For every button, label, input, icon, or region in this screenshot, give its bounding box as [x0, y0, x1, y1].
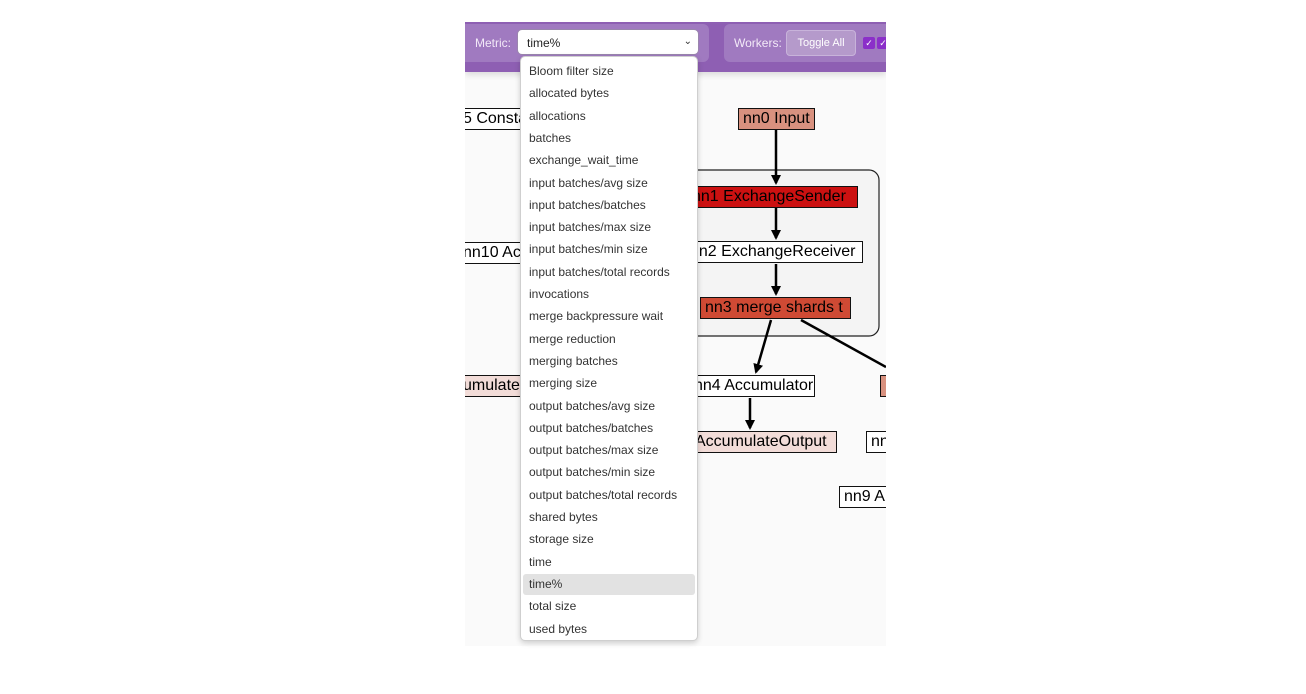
dropdown-option[interactable]: input batches/max size [529, 220, 652, 235]
metric-select-value: time% [527, 36, 561, 50]
worker-checkbox-1[interactable]: ✓ [877, 37, 886, 49]
workers-label: Workers: [734, 36, 782, 50]
dropdown-option[interactable]: output batches/avg size [529, 398, 656, 413]
dropdown-option[interactable]: allocated bytes [529, 86, 610, 101]
dropdown-option[interactable]: shared bytes [529, 510, 598, 524]
dropdown-option[interactable]: merging size [529, 376, 598, 391]
node-partial-nn[interactable]: nn [866, 431, 886, 453]
dropdown-option[interactable]: allocations [529, 108, 586, 123]
dropdown-option[interactable]: output batches/min size [529, 465, 656, 480]
dropdown-option[interactable]: storage size [529, 532, 594, 547]
node-partial-accumulate-output[interactable]: umulate [465, 375, 525, 397]
dropdown-option[interactable]: output batches/batches [529, 420, 654, 435]
node-nn4-accumulator[interactable]: nn4 Accumulator [689, 375, 815, 397]
dropdown-option[interactable]: input batches/avg size [529, 175, 648, 190]
dropdown-option[interactable]: invocations [529, 287, 590, 301]
worker-checkbox-0[interactable]: ✓ [863, 37, 875, 49]
node-nn2-exchange-receiver[interactable]: nn2 ExchangeReceiver [685, 241, 863, 263]
dropdown-option[interactable]: input batches/total records [529, 264, 670, 279]
edge-nn3-nn4 [753, 319, 773, 374]
edge-nn3-right [800, 318, 886, 369]
node-accumulate-output[interactable]: AccumulateOutput [690, 431, 837, 453]
metric-label: Metric: [475, 36, 511, 50]
dropdown-option[interactable]: output batches/max size [529, 443, 659, 458]
chevron-down-icon: ⌄ [683, 36, 692, 47]
dropdown-option[interactable]: total size [529, 599, 577, 614]
node-nn9-accumulator[interactable]: nn9 A [839, 486, 886, 508]
dropdown-option[interactable]: output batches/total records [529, 487, 678, 502]
dropdown-option[interactable]: batches [529, 130, 572, 145]
dropdown-option[interactable]: input batches/batches [529, 197, 646, 212]
node-red-partial[interactable] [880, 375, 886, 397]
node-nn0-input[interactable]: nn0 Input [738, 108, 815, 130]
toggle-all-button[interactable]: Toggle All [786, 30, 856, 56]
node-partial-constant[interactable]: 5 Consta [465, 108, 533, 130]
node-nn10-accumulator[interactable]: nn10 Ac [465, 242, 526, 264]
metric-dropdown-list: Bloom filter size allocated bytes allocati… [520, 56, 698, 641]
dropdown-option[interactable]: merging batches [529, 353, 618, 368]
dropdown-option[interactable]: merge reduction [529, 331, 616, 346]
metric-select[interactable]: time% ⌄ [517, 29, 699, 55]
dropdown-option[interactable]: used bytes [529, 621, 588, 636]
dropdown-option[interactable]: time% [523, 573, 695, 595]
dropdown-option[interactable]: time [529, 554, 552, 569]
node-nn3-merge-shards[interactable]: nn3 merge shards t [700, 297, 851, 319]
dropdown-option[interactable]: Bloom filter size [529, 64, 614, 78]
dropdown-option[interactable]: input batches/min size [529, 242, 648, 257]
node-nn1-exchange-sender[interactable]: nn1 ExchangeSender [687, 186, 858, 208]
dropdown-option[interactable]: merge backpressure wait [529, 309, 664, 324]
dropdown-option[interactable]: exchange_wait_time [529, 153, 639, 168]
